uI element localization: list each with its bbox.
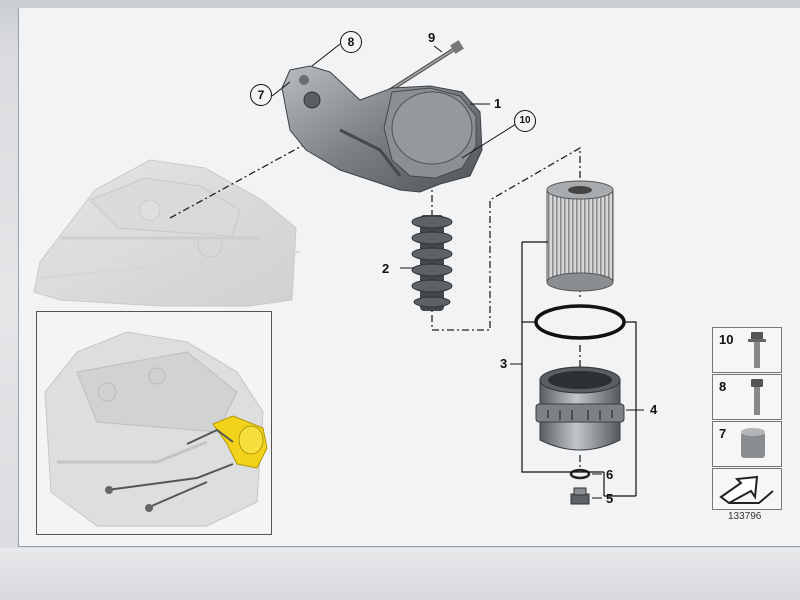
- engine-inset-drawing: [44, 331, 268, 527]
- callout-10[interactable]: 10: [514, 110, 536, 132]
- callout-2[interactable]: 2: [382, 261, 390, 276]
- drain-plug-5: [570, 487, 590, 505]
- callout-1[interactable]: 1: [494, 96, 502, 111]
- bypass-valve-2: [411, 215, 453, 311]
- legend-item-10[interactable]: 10: [712, 327, 782, 373]
- oil-filter-element: [546, 180, 614, 292]
- legend-number: 8: [719, 379, 727, 394]
- legend-number: 7: [719, 426, 727, 441]
- o-ring: [534, 304, 626, 340]
- callout-8[interactable]: 8: [340, 31, 362, 53]
- callout-5[interactable]: 5: [606, 491, 614, 506]
- flange-bolt-icon: [751, 379, 763, 415]
- callout-4[interactable]: 4: [650, 402, 658, 417]
- diagram-number: 133796: [728, 511, 762, 522]
- navigation-arrow-icon: [719, 475, 774, 505]
- sleeve-icon: [741, 428, 765, 458]
- legend-item-8[interactable]: 8: [712, 374, 782, 420]
- screen-bottom-edge: [0, 548, 800, 600]
- oil-filter-cover-4: [535, 366, 625, 451]
- engine-block-ghost: [33, 159, 301, 307]
- highlighted-oil-filter-housing: [212, 415, 268, 469]
- legend-item-7[interactable]: 7: [712, 421, 782, 467]
- bolt-icon: [748, 332, 766, 368]
- navigation-arrow-button[interactable]: [712, 468, 782, 510]
- callout-leaders: [271, 43, 644, 499]
- group-bracket-3: [521, 242, 604, 473]
- callout-9[interactable]: 9: [428, 30, 436, 45]
- legend-number: 10: [719, 332, 734, 347]
- callout-3[interactable]: 3: [500, 356, 508, 371]
- engine-locator-inset: [36, 311, 272, 535]
- seal-ring-6: [569, 468, 591, 480]
- callout-7[interactable]: 7: [250, 84, 272, 106]
- oil-filter-housing: [281, 65, 483, 193]
- callout-6[interactable]: 6: [606, 467, 614, 482]
